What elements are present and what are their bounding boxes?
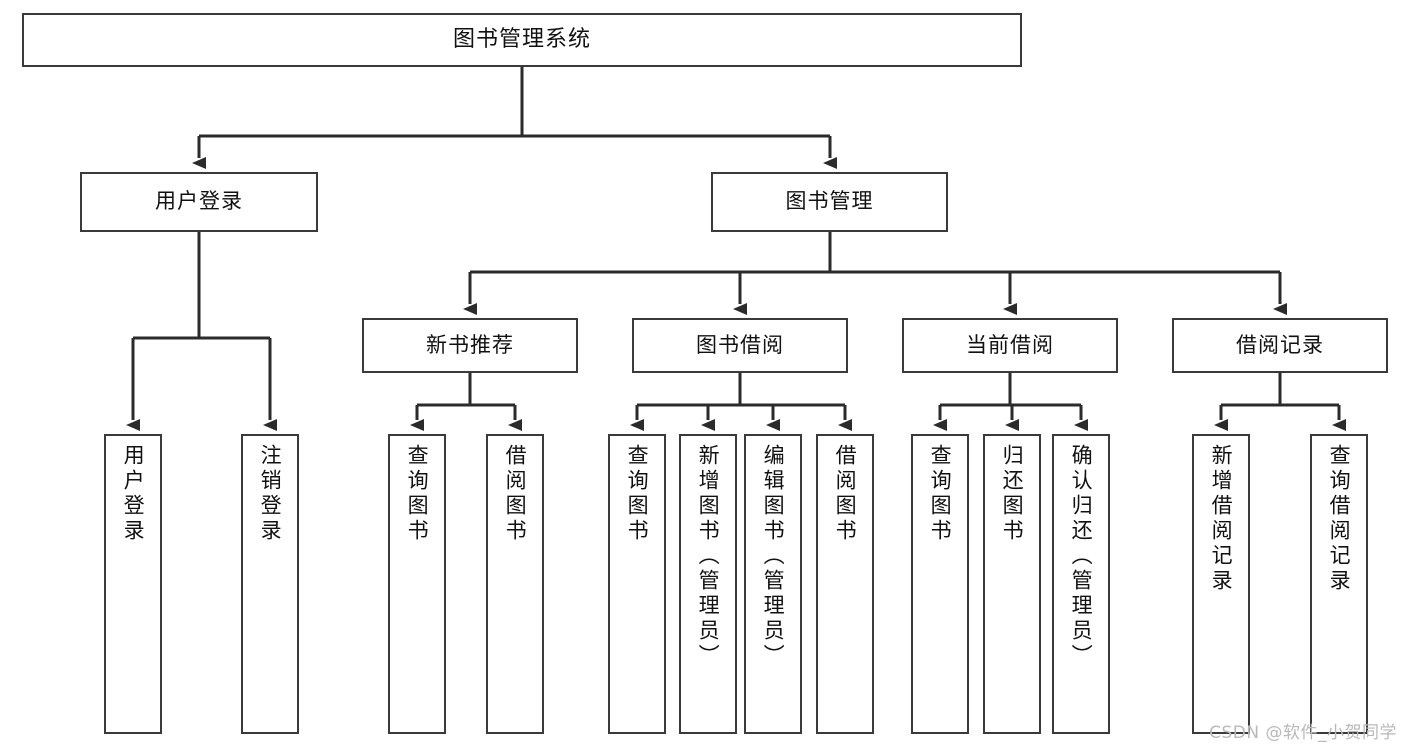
node-leaf-borrow-book-1-label: 借阅图书 xyxy=(503,444,528,544)
node-borrow-record[interactable]: 借阅记录 xyxy=(1172,318,1388,373)
watermark-text: CSDN @软件_小贺同学 xyxy=(1209,723,1397,743)
node-leaf-add-book[interactable]: 新增图书（管理员） xyxy=(679,434,737,734)
node-book-manage[interactable]: 图书管理 xyxy=(711,172,948,232)
node-leaf-query-book-2[interactable]: 查询图书 xyxy=(608,434,666,734)
node-root-system[interactable]: 图书管理系统 xyxy=(22,13,1022,67)
node-user-login[interactable]: 用户登录 xyxy=(80,172,318,232)
node-new-book-rec[interactable]: 新书推荐 xyxy=(362,318,578,373)
node-leaf-borrow-book-2[interactable]: 借阅图书 xyxy=(816,434,874,734)
node-leaf-user-login[interactable]: 用户登录 xyxy=(104,434,162,734)
node-current-borrow[interactable]: 当前借阅 xyxy=(902,318,1118,373)
node-leaf-return-book-label: 归还图书 xyxy=(1000,444,1025,544)
node-leaf-borrow-book-1[interactable]: 借阅图书 xyxy=(486,434,544,734)
node-leaf-borrow-book-2-label: 借阅图书 xyxy=(833,444,858,544)
node-leaf-query-book-1-label: 查询图书 xyxy=(405,444,430,544)
node-leaf-logout[interactable]: 注销登录 xyxy=(241,434,299,734)
node-leaf-edit-book[interactable]: 编辑图书（管理员） xyxy=(744,434,802,734)
node-leaf-confirm-return[interactable]: 确认归还（管理员） xyxy=(1052,434,1110,734)
node-leaf-query-record[interactable]: 查询借阅记录 xyxy=(1310,434,1368,734)
node-leaf-user-login-label: 用户登录 xyxy=(121,444,146,544)
node-leaf-query-book-3-label: 查询图书 xyxy=(928,444,953,544)
node-user-login-label: 用户登录 xyxy=(155,189,243,214)
node-leaf-return-book[interactable]: 归还图书 xyxy=(983,434,1041,734)
node-leaf-confirm-return-label: 确认归还（管理员） xyxy=(1069,444,1094,669)
node-leaf-edit-book-label: 编辑图书（管理员） xyxy=(761,444,786,669)
node-new-book-rec-label: 新书推荐 xyxy=(426,332,514,357)
node-leaf-query-book-2-label: 查询图书 xyxy=(625,444,650,544)
node-leaf-query-book-1[interactable]: 查询图书 xyxy=(388,434,446,734)
node-borrow-record-label: 借阅记录 xyxy=(1236,332,1324,357)
node-leaf-query-record-label: 查询借阅记录 xyxy=(1327,444,1352,594)
node-root-label: 图书管理系统 xyxy=(452,26,591,52)
node-current-borrow-label: 当前借阅 xyxy=(966,332,1054,357)
node-book-manage-label: 图书管理 xyxy=(785,189,874,214)
node-book-borrow[interactable]: 图书借阅 xyxy=(632,318,848,373)
node-book-borrow-label: 图书借阅 xyxy=(696,332,784,357)
node-leaf-logout-label: 注销登录 xyxy=(258,444,283,544)
node-leaf-add-record-label: 新增借阅记录 xyxy=(1209,444,1234,594)
node-leaf-add-book-label: 新增图书（管理员） xyxy=(696,444,721,669)
node-leaf-query-book-3[interactable]: 查询图书 xyxy=(911,434,969,734)
node-leaf-add-record[interactable]: 新增借阅记录 xyxy=(1192,434,1250,734)
